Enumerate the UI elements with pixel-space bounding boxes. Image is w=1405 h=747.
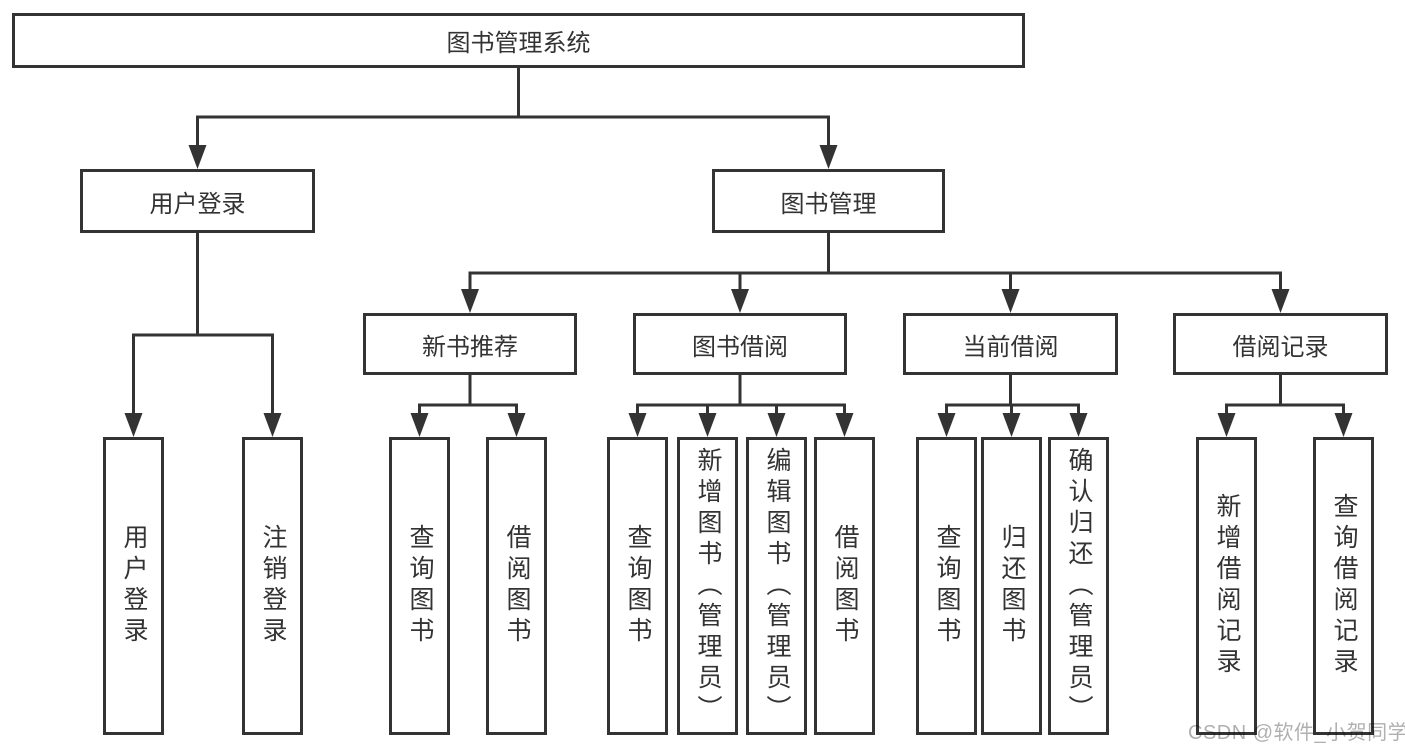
- node-label: 当前借阅: [962, 333, 1059, 361]
- node-borrow-records: 借阅记录: [1173, 313, 1388, 375]
- node-label: 查询图书: [624, 524, 652, 648]
- node-label: 用户登录: [149, 190, 246, 218]
- leaf-confirm-return-admin: 确认归还（管理员）: [1048, 437, 1109, 735]
- node-label: 用户登录: [120, 524, 148, 648]
- leaf-add-borrow-record: 新增借阅记录: [1196, 437, 1257, 735]
- node-label: 借阅记录: [1232, 333, 1329, 361]
- leaf-add-book-admin: 新增图书（管理员）: [677, 437, 738, 735]
- leaf-query-borrow-record: 查询借阅记录: [1313, 437, 1374, 735]
- node-label: 查询图书: [406, 524, 434, 648]
- leaf-edit-book-admin: 编辑图书（管理员）: [746, 437, 807, 735]
- leaf-query-books-current: 查询图书: [916, 437, 977, 735]
- leaf-return-book: 归还图书: [981, 437, 1042, 735]
- leaf-logout: 注销登录: [242, 437, 303, 735]
- node-library-system: 图书管理系统: [12, 13, 1025, 68]
- leaf-user-login: 用户登录: [103, 437, 164, 735]
- node-label: 查询图书: [933, 524, 961, 648]
- leaf-query-books-recommend: 查询图书: [389, 437, 450, 735]
- node-label: 新增图书（管理员）: [694, 446, 722, 726]
- node-label: 查询借阅记录: [1330, 493, 1358, 679]
- leaf-query-books-borrow: 查询图书: [607, 437, 668, 735]
- node-label: 注销登录: [259, 524, 287, 648]
- node-user-login: 用户登录: [80, 169, 315, 233]
- node-book-management: 图书管理: [712, 169, 945, 233]
- arrowheads: [124, 145, 1353, 437]
- node-label: 图书借阅: [692, 333, 788, 361]
- node-label: 新书推荐: [422, 333, 518, 361]
- node-label: 确认归还（管理员）: [1065, 446, 1093, 726]
- node-label: 借阅图书: [503, 524, 531, 648]
- node-current-borrow: 当前借阅: [903, 313, 1118, 375]
- leaf-borrow-books-recommend: 借阅图书: [486, 437, 547, 735]
- csdn-watermark: CSDN @软件_小贺同学: [1188, 722, 1405, 744]
- node-label: 图书管理系统: [446, 30, 591, 57]
- node-label: 图书管理: [780, 190, 877, 218]
- leaf-borrow-books: 借阅图书: [814, 437, 875, 735]
- node-label: 新增借阅记录: [1213, 493, 1241, 679]
- node-label: 归还图书: [998, 524, 1026, 648]
- tree-edges: [132, 68, 1345, 416]
- node-book-borrow: 图书借阅: [633, 313, 847, 375]
- node-label: 借阅图书: [831, 524, 859, 648]
- node-label: 编辑图书（管理员）: [763, 446, 791, 726]
- node-new-book-recommend: 新书推荐: [363, 313, 577, 375]
